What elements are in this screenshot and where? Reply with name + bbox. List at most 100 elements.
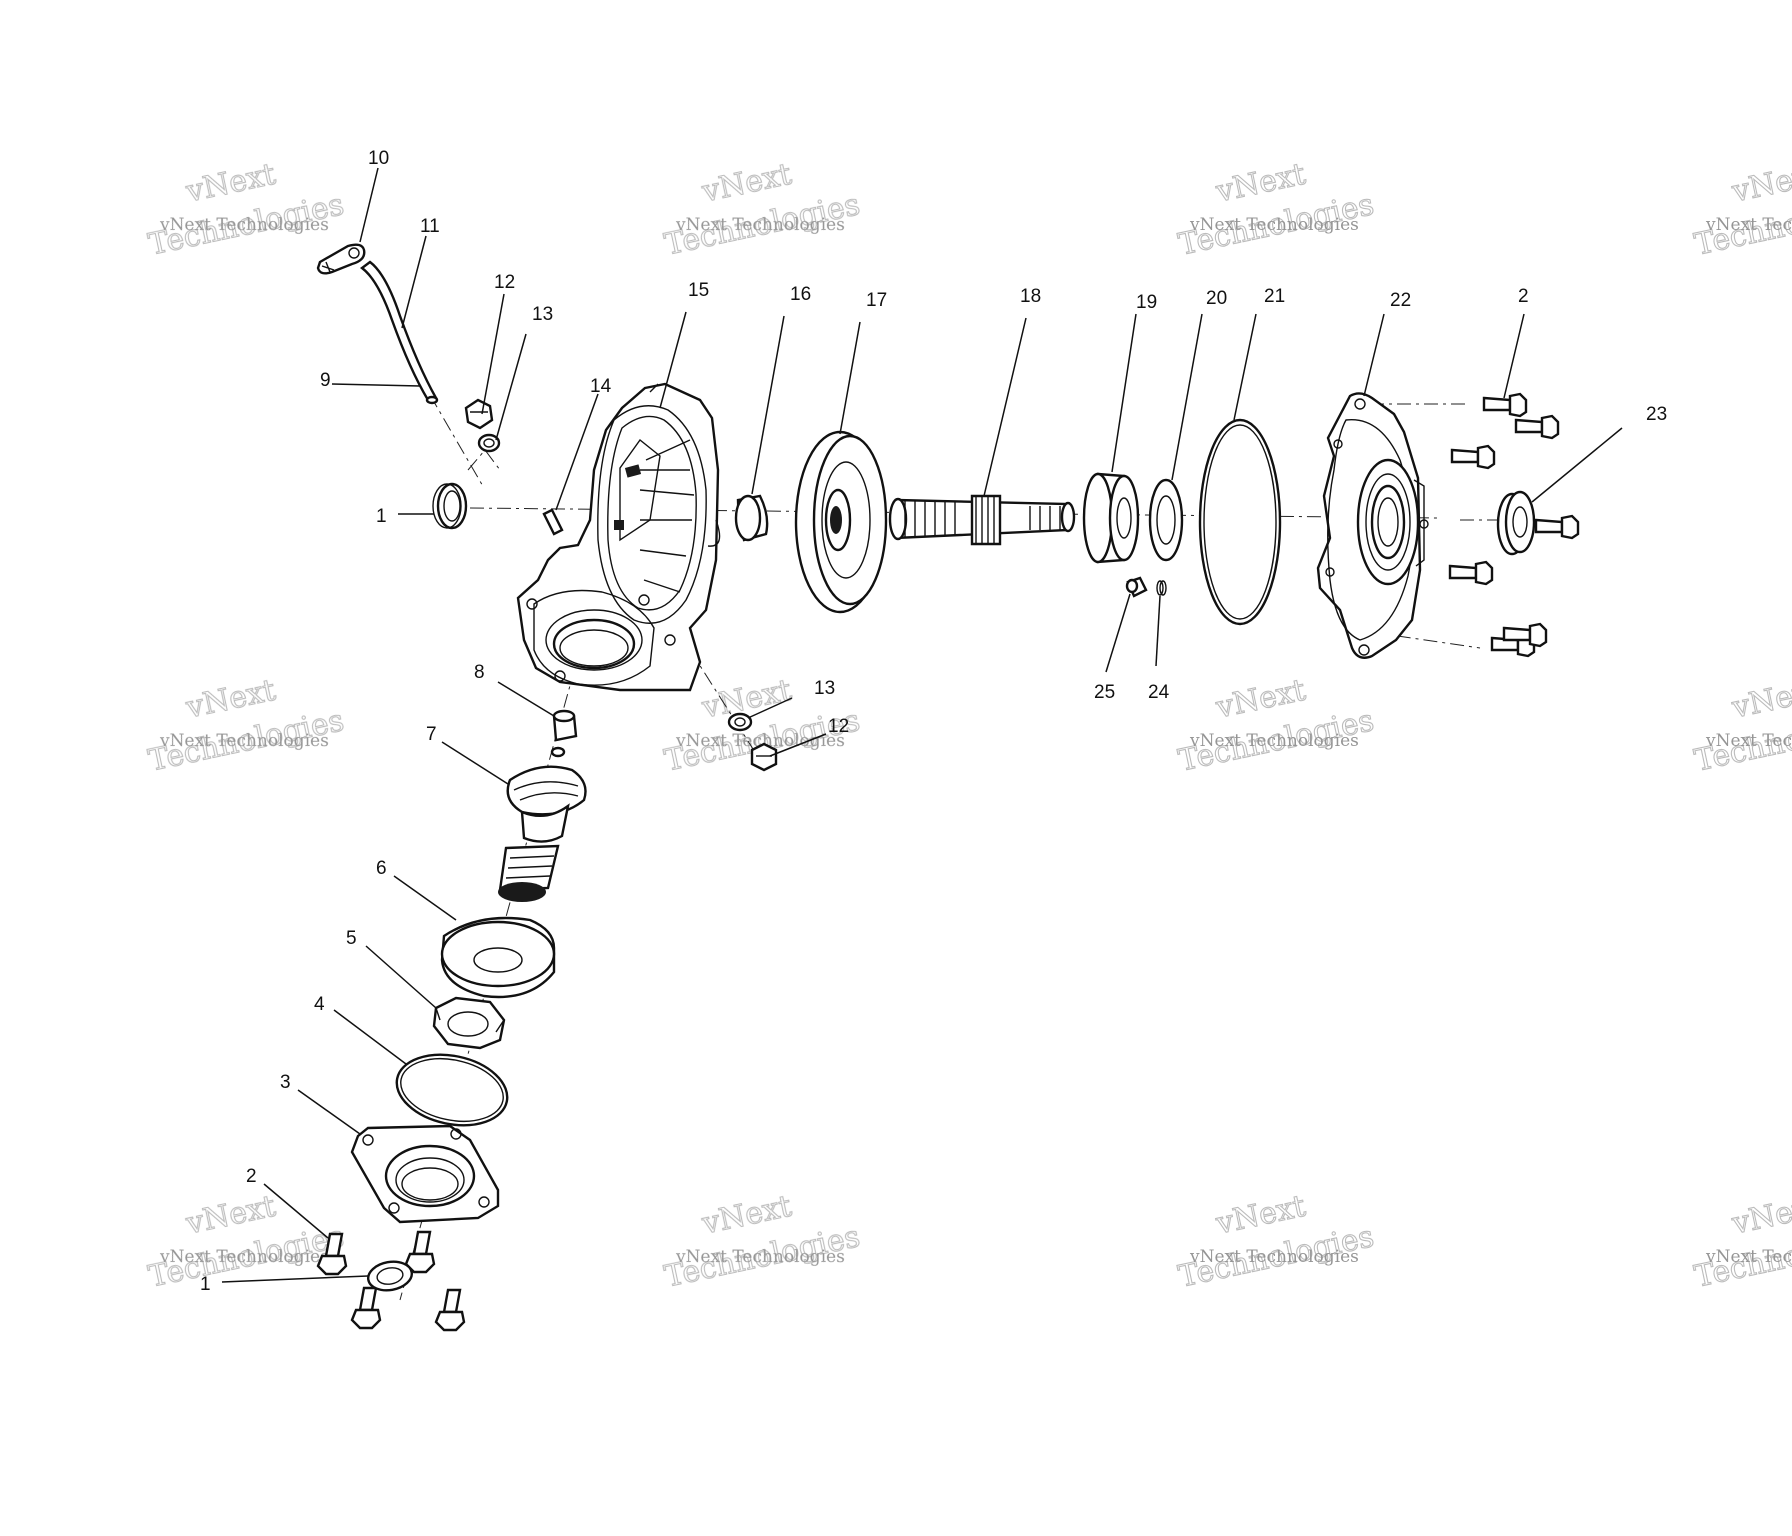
callout-11: 11 xyxy=(420,216,440,237)
callout-3: 3 xyxy=(280,1072,291,1093)
svg-text:vNext: vNext xyxy=(182,673,278,726)
svg-text:vNext Technologies: vNext Technologies xyxy=(159,1247,329,1267)
bolt xyxy=(1448,560,1494,586)
callout-13-lower: 13 xyxy=(814,678,835,699)
gearcase-cover xyxy=(1316,392,1429,659)
callout-1-lower: 1 xyxy=(200,1274,211,1295)
callout-22: 22 xyxy=(1390,290,1411,311)
callout-25: 25 xyxy=(1094,682,1115,703)
svg-text:vNext: vNext xyxy=(698,1189,794,1242)
bearing-right xyxy=(1082,472,1140,564)
svg-text:vNext: vNext xyxy=(1212,673,1308,726)
o-ring-small xyxy=(395,1053,509,1127)
drain-washer xyxy=(727,712,753,732)
bolt xyxy=(1534,514,1580,540)
svg-text:vNext: vNext xyxy=(1728,1189,1792,1242)
callout-1-top: 1 xyxy=(376,506,387,527)
cover-bolts-right xyxy=(1448,392,1580,658)
callout-2-right: 2 xyxy=(1518,286,1529,307)
bolt xyxy=(316,1232,348,1276)
callout-16: 16 xyxy=(790,284,811,305)
watermark: vNext Technologies vNext Technologies xyxy=(1175,1188,1378,1295)
svg-text:vNext Technologies: vNext Technologies xyxy=(1705,731,1792,751)
svg-text:vNext Technologies: vNext Technologies xyxy=(1705,215,1792,235)
svg-text:vNext: vNext xyxy=(182,157,278,210)
bolt xyxy=(434,1288,466,1332)
watermark: vNext Technologies vNext Technologies xyxy=(661,156,864,263)
svg-text:vNext Technologies: vNext Technologies xyxy=(159,215,329,235)
seal-top xyxy=(432,482,468,530)
bolt xyxy=(404,1230,436,1274)
svg-text:vNext Technologies: vNext Technologies xyxy=(1705,1247,1792,1267)
bearing-retainer xyxy=(350,1124,500,1224)
callout-10: 10 xyxy=(368,148,389,169)
svg-text:vNext: vNext xyxy=(698,157,794,210)
callout-12-lower: 12 xyxy=(828,716,849,737)
callout-4: 4 xyxy=(314,994,325,1015)
watermark: vNext Technologies vNext Technologies xyxy=(145,1188,348,1295)
svg-text:vNext Technologies: vNext Technologies xyxy=(1189,1247,1359,1267)
leader-lines xyxy=(221,167,1623,1283)
drain-plug xyxy=(750,742,778,772)
pinion-bearing xyxy=(440,916,556,999)
callout-9: 9 xyxy=(320,370,331,391)
pinion-nut xyxy=(432,996,506,1050)
dowel-pin xyxy=(542,508,564,536)
svg-text:vNext Technologies: vNext Technologies xyxy=(675,731,845,751)
callout-17: 17 xyxy=(866,290,887,311)
svg-text:vNext Technologies: vNext Technologies xyxy=(1189,215,1359,235)
watermark: vNext Technologies vNext Technologies xyxy=(1175,156,1378,263)
callout-5: 5 xyxy=(346,928,357,949)
watermark: vNext Technologies vNext Technologies xyxy=(1691,1188,1792,1295)
svg-text:vNext Technologies: vNext Technologies xyxy=(675,215,845,235)
bolt xyxy=(1502,622,1548,648)
vent-axis xyxy=(429,394,501,489)
callout-15: 15 xyxy=(688,280,709,301)
bushing xyxy=(734,494,769,542)
svg-text:vNext: vNext xyxy=(182,1189,278,1242)
small-bolt xyxy=(1125,576,1148,598)
seal-right xyxy=(1496,490,1536,556)
seal-bottom xyxy=(366,1260,414,1292)
svg-text:vNext: vNext xyxy=(1212,1189,1308,1242)
svg-text:vNext Technologies: vNext Technologies xyxy=(1189,731,1359,751)
callout-7: 7 xyxy=(426,724,437,745)
callout-23: 23 xyxy=(1646,404,1667,425)
watermark: vNext Technologies vNext Technologies xyxy=(661,1188,864,1295)
callout-19: 19 xyxy=(1136,292,1157,313)
watermark: vNext Technologies vNext Technologies xyxy=(1175,672,1378,779)
svg-text:vNext Technologies: vNext Technologies xyxy=(675,1247,845,1267)
callout-6: 6 xyxy=(376,858,387,879)
pinion-gear xyxy=(498,746,587,902)
fill-washer-top xyxy=(477,433,501,453)
bolt xyxy=(350,1286,382,1330)
callout-24: 24 xyxy=(1148,682,1170,703)
svg-text:vNext: vNext xyxy=(1728,157,1792,210)
watermark: vNext Technologies vNext Technologies xyxy=(1691,156,1792,263)
bolt xyxy=(1450,444,1496,470)
callout-20: 20 xyxy=(1206,288,1227,309)
bolt-axes-right xyxy=(1369,403,1520,649)
breather-hose xyxy=(360,260,439,405)
ring-gear xyxy=(794,430,888,614)
shim-washer xyxy=(1148,478,1184,562)
gearcase-housing xyxy=(516,382,721,692)
svg-text:vNext: vNext xyxy=(1212,157,1308,210)
bolt xyxy=(1514,414,1560,440)
drain-axis xyxy=(689,649,761,761)
breather-clip xyxy=(316,243,366,275)
watermark: vNext Technologies vNext Technologies xyxy=(1691,672,1792,779)
callout-12-top: 12 xyxy=(494,272,515,293)
fill-plug-top xyxy=(464,398,494,430)
retainer-bolts xyxy=(316,1230,466,1332)
output-shaft xyxy=(888,494,1076,546)
callout-8: 8 xyxy=(474,662,485,683)
callout-2-lower: 2 xyxy=(246,1166,257,1187)
bolt xyxy=(1482,392,1528,418)
callout-18: 18 xyxy=(1020,286,1041,307)
o-ring-large xyxy=(1198,418,1282,626)
watermark: vNext Technologies vNext Technologies xyxy=(145,156,348,263)
callout-21: 21 xyxy=(1264,286,1285,307)
callout-labels: 10 11 12 13 9 14 1 15 16 17 18 19 20 21 … xyxy=(200,148,1667,1295)
